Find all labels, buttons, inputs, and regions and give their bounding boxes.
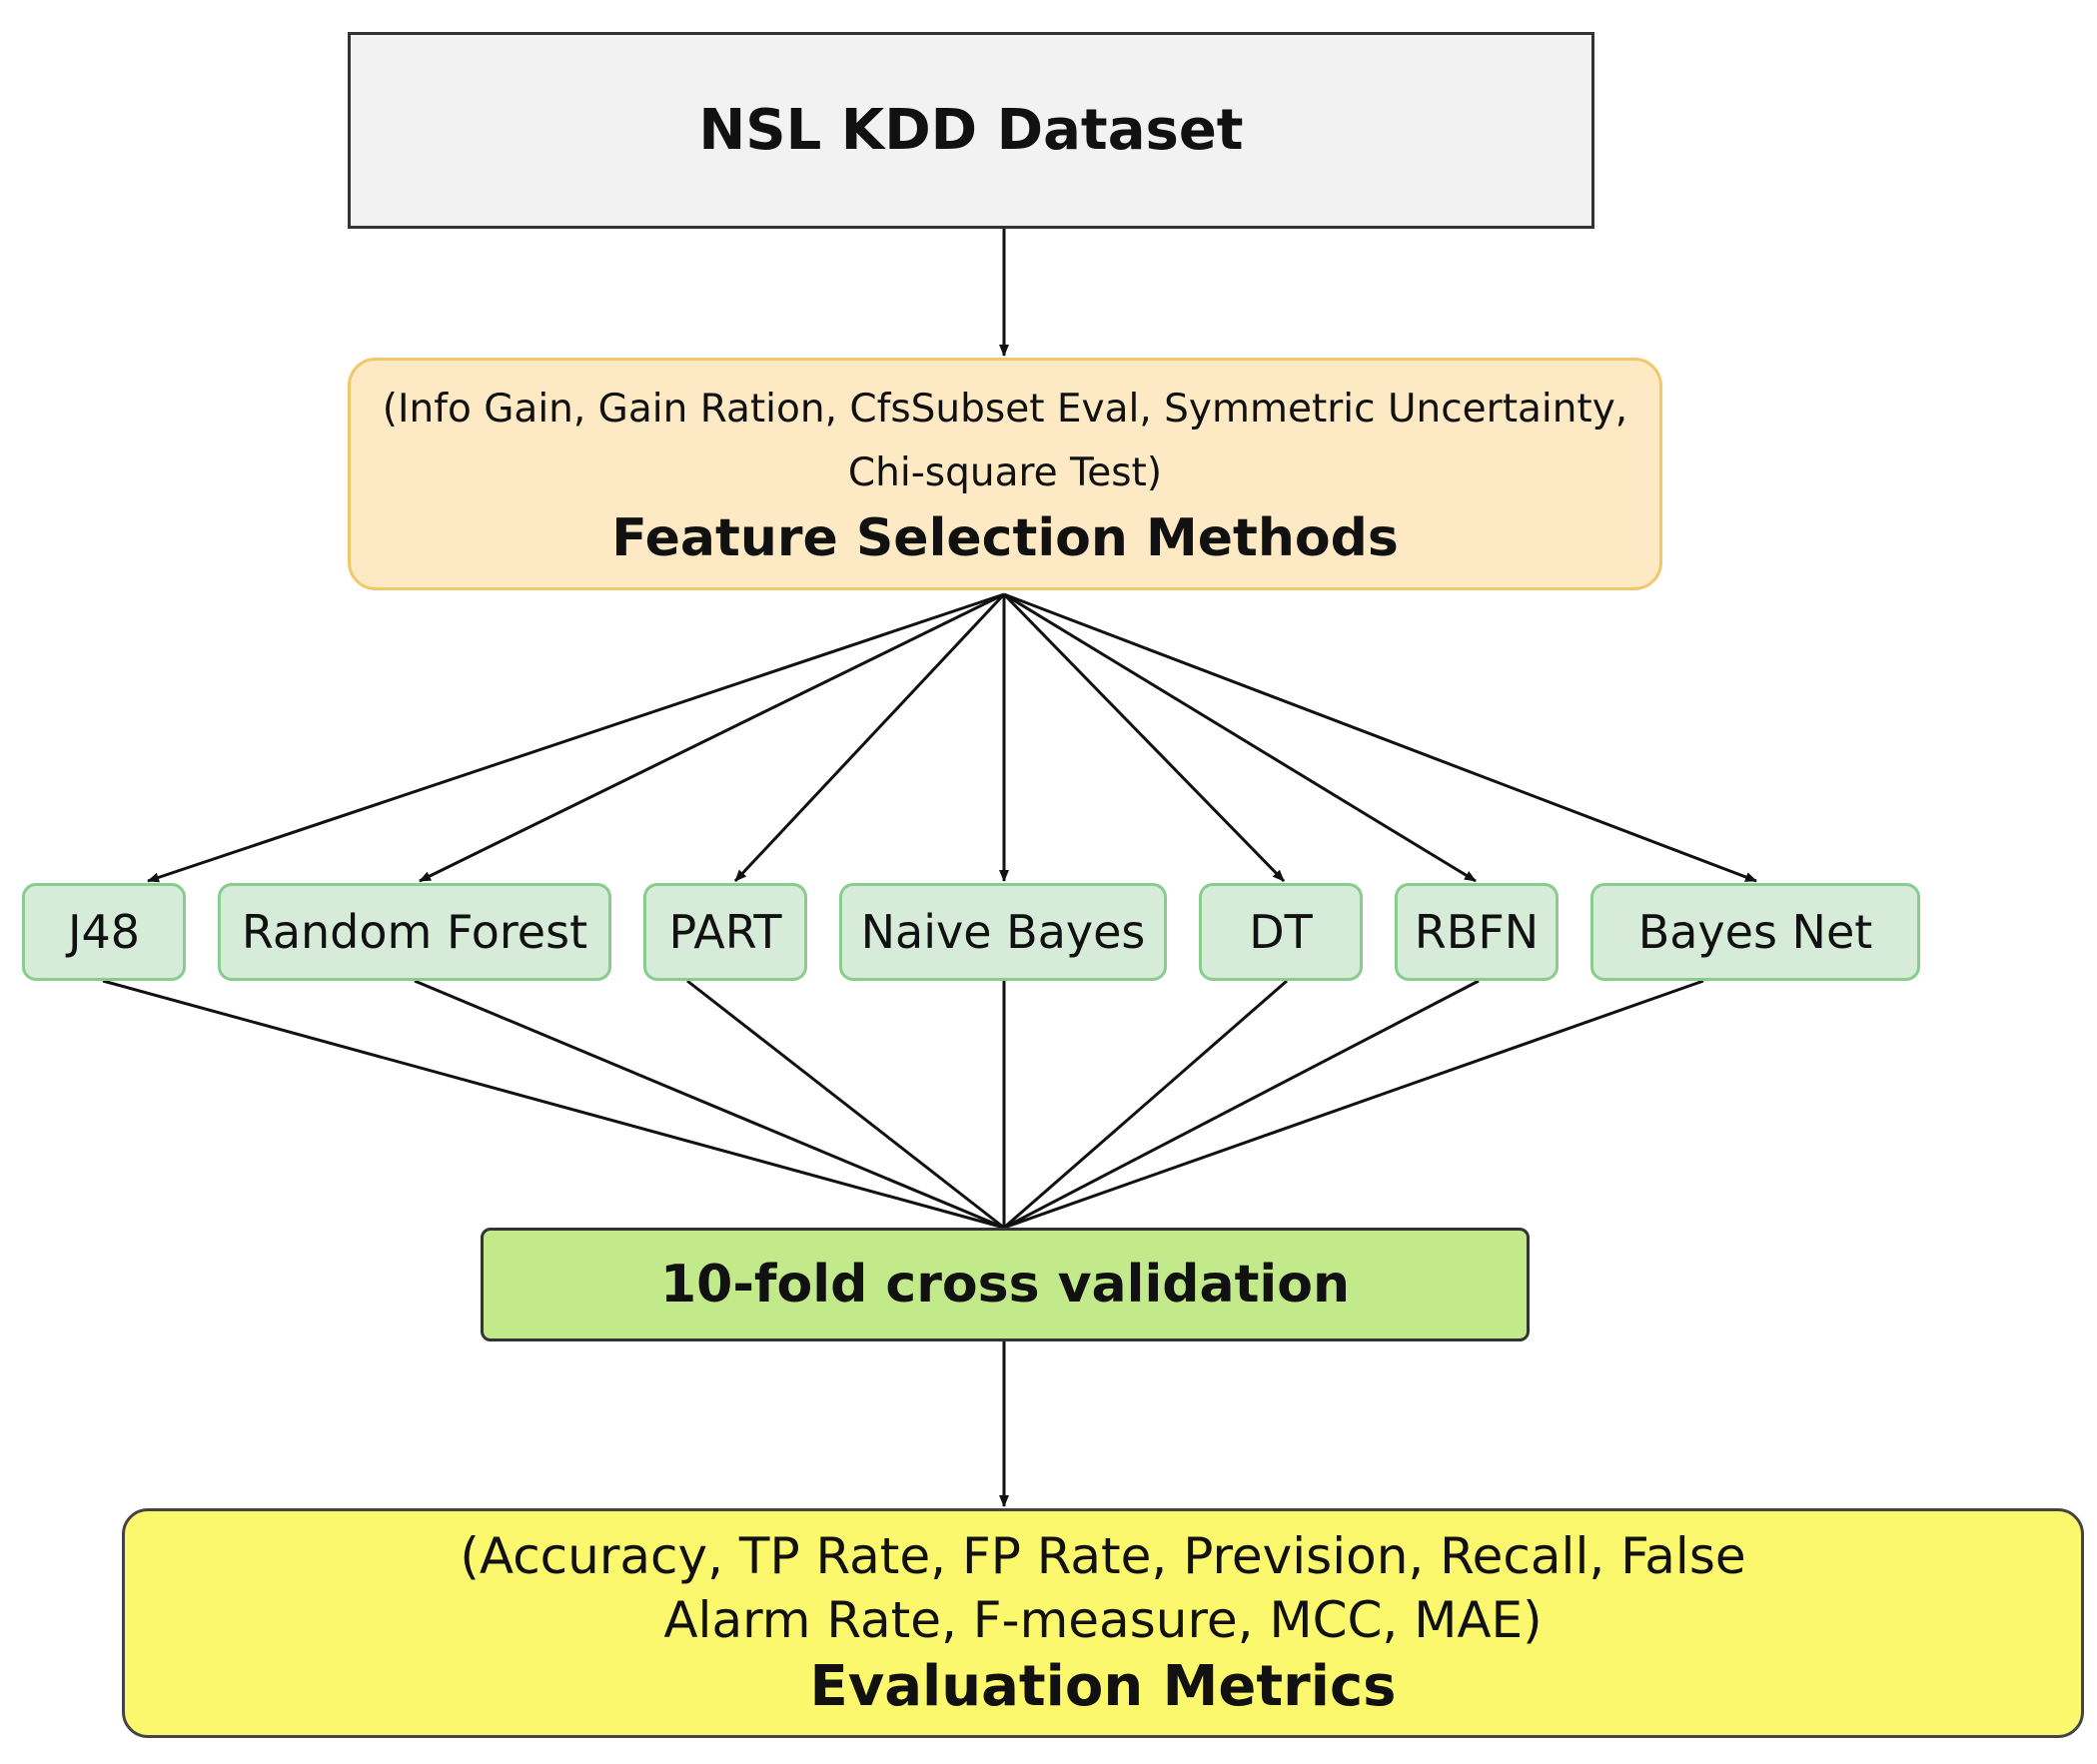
classifier-label: J48 xyxy=(67,905,141,959)
classifier-label: PART xyxy=(668,905,782,959)
arrow-fs-to-part xyxy=(733,592,1006,883)
arrow-fs-to-j48 xyxy=(147,592,1005,883)
classifier-random-forest: Random Forest xyxy=(218,883,611,981)
classifier-label: Bayes Net xyxy=(1637,905,1873,959)
line-part-to-cv xyxy=(686,979,1005,1230)
evaluation-box: (Accuracy, TP Rate, FP Rate, Prevision, … xyxy=(122,1508,2084,1738)
classifier-rbfn: RBFN xyxy=(1395,883,1559,981)
arrow-fs-to-random-forest xyxy=(419,592,1005,883)
classifier-label: Naive Bayes xyxy=(860,905,1146,959)
classifier-label: RBFN xyxy=(1414,905,1540,959)
classifier-label: Random Forest xyxy=(241,905,588,959)
cross-validation-box: 10-fold cross validation xyxy=(481,1228,1530,1341)
feature-selection-box: (Info Gain, Gain Ration, CfsSubset Eval,… xyxy=(348,358,1662,590)
classifier-part: PART xyxy=(643,883,807,981)
cross-validation-title: 10-fold cross validation xyxy=(659,1255,1350,1315)
line-random-forest-to-cv xyxy=(414,979,1005,1230)
dataset-title: NSL KDD Dataset xyxy=(698,98,1244,163)
line-dt-to-cv xyxy=(1003,979,1288,1230)
evaluation-title: Evaluation Metrics xyxy=(809,1654,1397,1719)
line-rbfn-to-cv xyxy=(1003,979,1480,1230)
line-j48-to-cv xyxy=(102,979,1005,1230)
evaluation-metrics-list: (Accuracy, TP Rate, FP Rate, Prevision, … xyxy=(460,1527,1746,1649)
dataset-box: NSL KDD Dataset xyxy=(348,32,1594,229)
arrow-fs-to-bayes-net xyxy=(1003,592,1757,883)
line-bayes-net-to-cv xyxy=(1003,979,1704,1230)
arrow-fs-to-rbfn xyxy=(1003,592,1477,883)
classifier-naive-bayes: Naive Bayes xyxy=(839,883,1167,981)
feature-selection-methods-list: (Info Gain, Gain Ration, CfsSubset Eval,… xyxy=(382,386,1628,495)
arrow-fs-to-dt xyxy=(1002,592,1286,883)
classifier-label: DT xyxy=(1249,905,1313,959)
classifier-dt: DT xyxy=(1199,883,1363,981)
classifier-bayes-net: Bayes Net xyxy=(1590,883,1920,981)
feature-selection-title: Feature Selection Methods xyxy=(611,507,1399,568)
classifier-j48: J48 xyxy=(22,883,186,981)
